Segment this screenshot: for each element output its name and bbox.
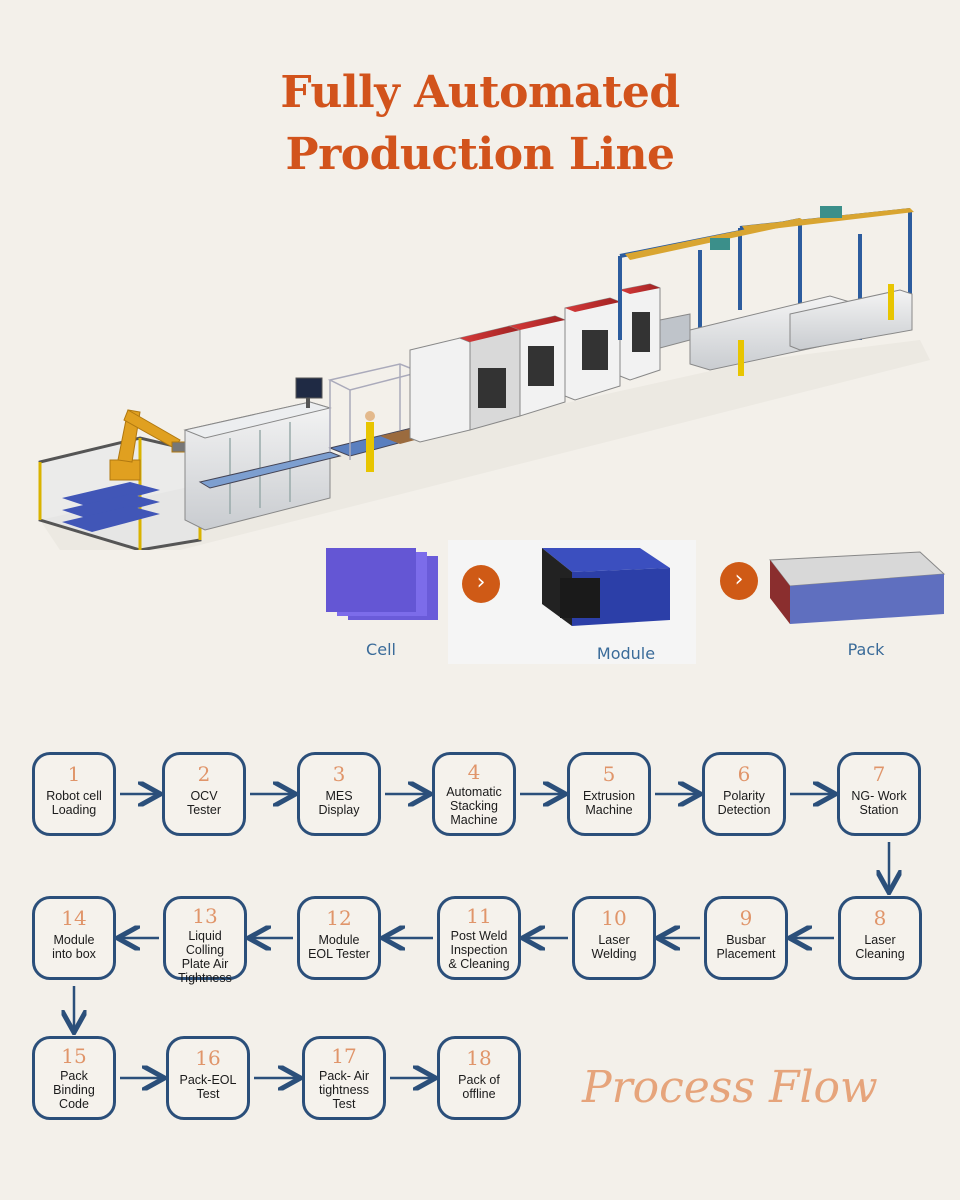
step-label: Busbar Placement (716, 933, 776, 961)
step-number: 4 (467, 760, 481, 784)
step-label: Pack Binding Code (53, 1069, 95, 1111)
step-number: 5 (602, 762, 616, 786)
step-label: Pack- Air tightness Test (318, 1069, 370, 1111)
step-number: 13 (192, 904, 218, 928)
step-label: Polarity Detection (717, 789, 771, 817)
step-number: 11 (466, 904, 492, 928)
production-line-illustration (38, 206, 930, 550)
step-number: 6 (737, 762, 751, 786)
process-flow-label: Process Flow (582, 1062, 878, 1113)
step-number: 10 (601, 906, 627, 930)
stacking-machines (409, 283, 691, 443)
step-label: Liquid Colling Plate Air Tightness (178, 929, 232, 985)
step-label: Post Weld Inspection & Cleaning (448, 929, 510, 971)
step-number: 16 (195, 1046, 221, 1070)
step-label: MES Display (318, 789, 360, 817)
step-number: 17 (331, 1044, 357, 1068)
pack-lines (689, 284, 913, 376)
step-label: Pack-EOL Test (179, 1073, 237, 1101)
page-title: Fully Automated Production Line (0, 62, 960, 186)
step-number: 1 (67, 762, 81, 786)
step-label: Module EOL Tester (308, 933, 370, 961)
title-line-2: Production Line (285, 129, 676, 180)
step-number: 12 (326, 906, 352, 930)
robot-arm (109, 409, 187, 481)
step-label: NG- Work Station (851, 789, 907, 817)
step-number: 18 (466, 1046, 492, 1070)
step-label: Laser Welding (591, 933, 637, 961)
step-number: 7 (872, 762, 886, 786)
step-number: 14 (61, 906, 87, 930)
step-label: Pack of offline (458, 1073, 500, 1101)
step-label: Laser Cleaning (855, 933, 905, 961)
step-number: 3 (332, 762, 346, 786)
ocv-tester-machine (183, 377, 332, 531)
step-label: Automatic Stacking Machine (446, 785, 502, 827)
step-label: Extrusion Machine (582, 789, 636, 817)
cell-racks (62, 482, 160, 532)
step-number: 9 (739, 906, 753, 930)
step-label: OCV Tester (186, 789, 222, 817)
step-label: Module into box (52, 933, 96, 961)
step-number: 15 (61, 1044, 87, 1068)
step-number: 8 (873, 906, 887, 930)
title-line-1: Fully Automated (280, 67, 680, 118)
step-number: 2 (197, 762, 211, 786)
step-label: Robot cell Loading (46, 789, 102, 817)
